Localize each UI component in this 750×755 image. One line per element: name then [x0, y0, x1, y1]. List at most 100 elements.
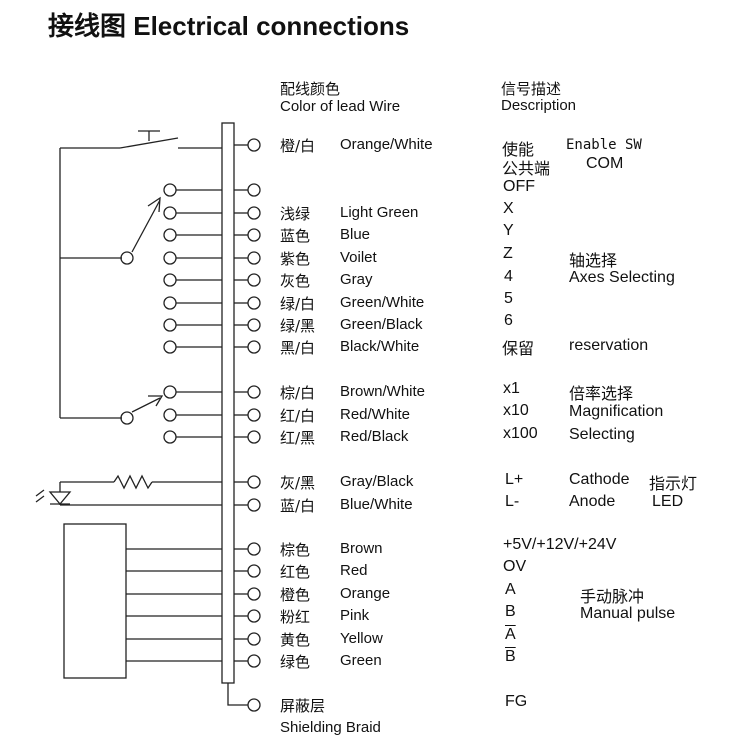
wire-color-en: Green/Black — [340, 316, 423, 333]
axis-pivot — [120, 251, 134, 265]
shield-label-zh: 屏蔽层 — [280, 697, 326, 715]
terminal-circle — [247, 609, 261, 623]
terminal-circle — [247, 251, 261, 265]
connector-block — [221, 122, 235, 684]
wire-color-en: Brown/White — [340, 383, 426, 400]
mag-x100-label: x100 — [503, 425, 538, 442]
shield-signal-label: FG — [505, 693, 528, 710]
com-label-en: COM — [586, 155, 624, 172]
axis-contact-y — [163, 228, 177, 242]
terminal-circle — [247, 564, 261, 578]
mag-pivot — [120, 411, 134, 425]
wire-color-zh: 绿色 — [280, 653, 311, 671]
wire-color-en: Orange — [340, 585, 391, 602]
wire-color-zh: 黄色 — [280, 631, 311, 649]
terminal-circle — [247, 183, 261, 197]
wire-color-en: Gray/Black — [340, 473, 414, 490]
terminal-circle — [247, 632, 261, 646]
wire-color-en: Black/White — [340, 338, 420, 355]
terminal-circle — [247, 654, 261, 668]
wire-color-zh: 绿/黑 — [280, 317, 316, 335]
mag-select-en1: Magnification — [569, 403, 664, 420]
anode-label: Anode — [569, 493, 616, 510]
wire-color-en: Light Green — [340, 204, 419, 221]
wire-color-en: Red/Black — [340, 428, 409, 445]
color-header-en: Color of lead Wire — [280, 98, 401, 115]
terminal-circle — [247, 408, 261, 422]
z-label: Z — [503, 245, 513, 262]
x-label: X — [503, 200, 514, 217]
axis-5-label: 5 — [504, 290, 513, 307]
wire-color-zh: 红/黑 — [280, 429, 316, 447]
terminal-circle — [247, 542, 261, 556]
page-title: 接线图 Electrical connections — [48, 11, 410, 41]
pulse-abar-label: A — [505, 626, 516, 643]
axis-contact-6 — [163, 318, 177, 332]
pulse-label-zh: 手动脉冲 — [580, 587, 645, 606]
led-ray-2 — [35, 495, 45, 503]
lminus-label: L- — [505, 493, 520, 510]
y-label: Y — [503, 222, 514, 239]
wire-color-en: Voilet — [340, 249, 377, 266]
axis-select-zh: 轴选择 — [569, 251, 618, 270]
wire-color-en: Gray — [340, 271, 373, 288]
wire-color-en: Green/White — [340, 294, 425, 311]
terminal-circle — [247, 138, 261, 152]
wire-color-en: Green — [340, 652, 382, 669]
terminal-circle — [247, 340, 261, 354]
wire-color-en: Pink — [340, 607, 370, 624]
terminal-circle — [247, 498, 261, 512]
mag-select-en2: Selecting — [569, 426, 635, 443]
enable-label-en: Enable SW — [566, 137, 642, 153]
shield-wire — [227, 683, 248, 706]
wire-color-zh: 橙色 — [280, 586, 311, 604]
shield-terminal-circle — [247, 698, 261, 712]
wire-color-en: Blue — [340, 226, 371, 243]
wire-color-zh: 浅绿 — [280, 205, 311, 223]
reserve-label-en: reservation — [569, 337, 649, 354]
terminal-circle — [247, 475, 261, 489]
pulse-b-label: B — [505, 603, 516, 620]
wire-color-zh: 粉红 — [280, 608, 311, 626]
mag-contact-x10 — [163, 408, 177, 422]
terminal-circle — [247, 228, 261, 242]
wire-color-zh: 灰/黑 — [280, 474, 316, 492]
terminal-circle — [247, 296, 261, 310]
lplus-label: L+ — [505, 471, 524, 488]
wire-color-zh: 红色 — [280, 563, 311, 581]
pulse-bbar-label: B — [505, 648, 516, 665]
led-ray-1 — [35, 489, 45, 497]
mag-contact-x100 — [163, 430, 177, 444]
mag-x10-label: x10 — [503, 402, 529, 419]
wire-color-en: Red/White — [340, 406, 411, 423]
resistor-symbol — [113, 474, 153, 490]
shield-label-en: Shielding Braid — [280, 719, 381, 736]
voltage-label: +5V/+12V/+24V — [503, 536, 617, 553]
wire-color-zh: 棕/白 — [280, 384, 316, 402]
axis-contact-x — [163, 206, 177, 220]
led-label: LED — [652, 493, 684, 510]
mag-contact-x1 — [163, 385, 177, 399]
axis-select-en: Axes Selecting — [569, 269, 675, 286]
terminal-circle — [247, 587, 261, 601]
indicator-label-zh: 指示灯 — [649, 474, 698, 493]
wire-color-zh: 灰色 — [280, 272, 311, 290]
desc-header-en: Description — [501, 97, 577, 114]
wire-color-en: Yellow — [340, 630, 383, 647]
enable-switch-blade — [119, 137, 179, 149]
wire-color-zh: 红/白 — [280, 407, 316, 425]
mag-selector-arm — [131, 397, 161, 413]
axis-contact-off — [163, 183, 177, 197]
off-label: OFF — [503, 178, 535, 195]
mag-x1-label: x1 — [503, 380, 520, 397]
axis-contact-z — [163, 251, 177, 265]
terminal-circle — [247, 430, 261, 444]
axis-selector-arm — [131, 199, 161, 253]
axis-4-label: 4 — [504, 268, 513, 285]
pulse-label-en: Manual pulse — [580, 605, 676, 622]
wire-color-zh: 棕色 — [280, 541, 311, 559]
terminal-circle — [247, 273, 261, 287]
wire-color-zh: 橙/白 — [280, 137, 316, 155]
ov-label: OV — [503, 558, 527, 575]
